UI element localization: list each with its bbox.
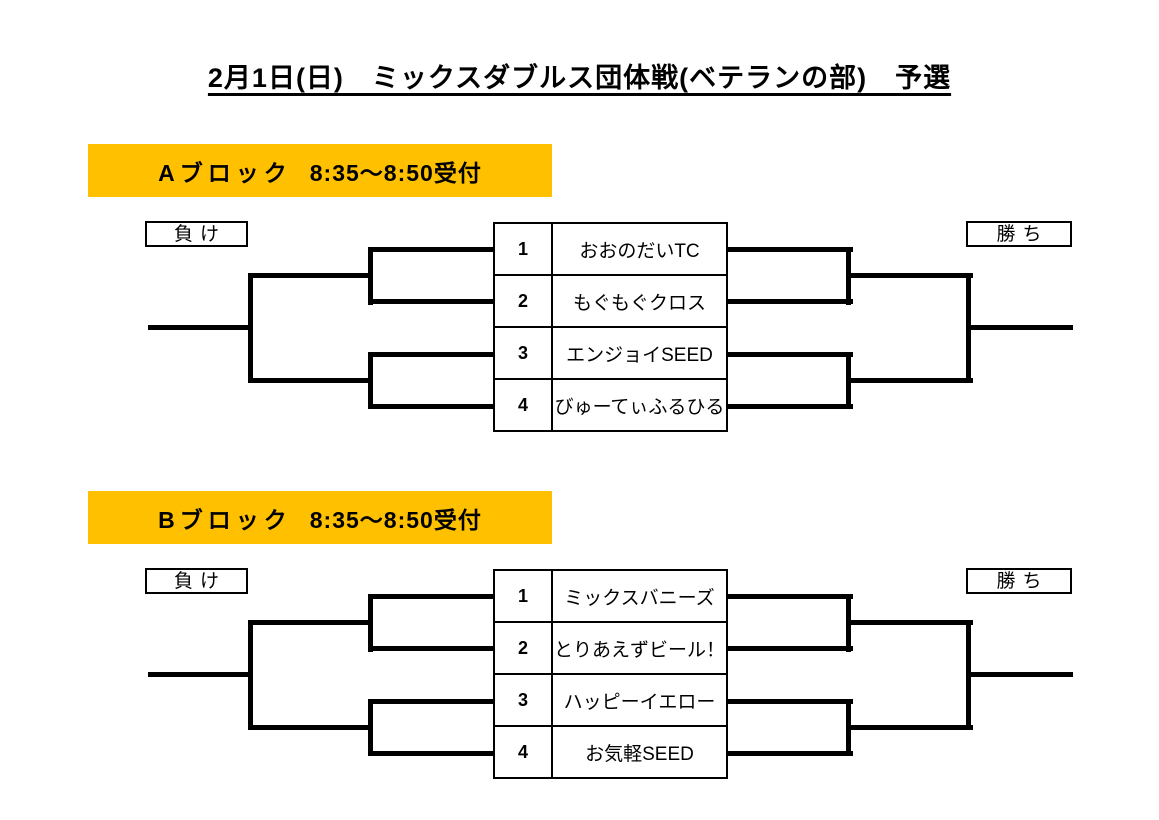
team-seed: 2 [495,623,553,673]
winner-bracket-line [728,594,853,599]
block-a-team-table: 1 おおのだいTC 2 もぐもぐクロス 3 エンジョイSEED 4 びゅーてぃふ… [493,222,728,432]
team-seed: 3 [495,328,553,378]
lose-label-box: 負け [145,221,248,247]
table-row: 1 おおのだいTC [495,224,726,276]
block-a-name: Aブロック [158,159,292,186]
team-name: お気軽SEED [585,743,694,765]
winner-bracket-line [968,325,1073,330]
table-row: 2 もぐもぐクロス [495,276,726,328]
loser-bracket-line [370,299,493,304]
winner-bracket-line [968,672,1073,677]
winner-bracket-line [728,699,853,704]
winner-bracket-line [848,620,973,625]
team-name: びゅーてぃふるひる [554,396,725,418]
block-b-header: Bブロック 8:35～8:50受付 [88,491,552,544]
lose-label: 負け [173,570,226,592]
block-a: Aブロック 8:35～8:50受付 負け 勝ち 1 おおのだいTC 2 もぐもぐ… [88,144,1088,444]
team-name: おおのだいTC [579,240,700,262]
winner-bracket-line [848,378,973,383]
team-seed: 1 [495,224,553,274]
table-row: 4 びゅーてぃふるひる [495,380,726,430]
team-name: ハッピーイエロー [563,691,716,713]
loser-bracket-line [370,699,493,704]
table-row: 2 とりあえずビール！ [495,623,726,675]
win-label-box: 勝ち [966,568,1072,594]
winner-bracket-line [728,646,853,651]
winner-bracket-line [848,273,973,278]
winner-bracket-line [848,725,973,730]
winner-bracket-line [728,247,853,252]
win-label: 勝ち [996,570,1049,592]
team-seed: 4 [495,380,553,430]
loser-bracket-line [250,378,373,383]
table-row: 3 エンジョイSEED [495,328,726,380]
loser-bracket-line [250,725,373,730]
loser-bracket-line [370,404,493,409]
lose-label-box: 負け [145,568,248,594]
team-name: とりあえずビール！ [553,639,725,661]
team-seed: 1 [495,571,553,621]
page-title: 2月1日(日) ミックスダブルス団体戦(ベテランの部) 予選 [207,63,952,93]
win-label: 勝ち [996,223,1049,245]
winner-bracket-line [728,299,853,304]
loser-bracket-line [370,247,493,252]
block-b-name: Bブロック [158,506,292,533]
block-b: Bブロック 8:35～8:50受付 負け 勝ち 1 ミックスバニーズ 2 とりあ… [88,491,1088,791]
loser-bracket-line [370,352,493,357]
block-a-header: Aブロック 8:35～8:50受付 [88,144,552,197]
loser-bracket-line [370,751,493,756]
winner-bracket-line [728,751,853,756]
team-seed: 3 [495,675,553,725]
team-seed: 2 [495,276,553,326]
loser-bracket-line [370,646,493,651]
winner-bracket-line [728,404,853,409]
team-name: ミックスバニーズ [564,587,715,609]
loser-bracket-line [250,620,373,625]
loser-bracket-line [148,325,253,330]
table-row: 3 ハッピーイエロー [495,675,726,727]
loser-bracket-line [370,594,493,599]
win-label-box: 勝ち [966,221,1072,247]
loser-bracket-line [148,672,253,677]
block-b-reception-time: 8:35～8:50受付 [309,506,482,533]
team-name: もぐもぐクロス [572,292,706,314]
loser-bracket-line [250,273,373,278]
table-row: 1 ミックスバニーズ [495,571,726,623]
block-b-team-table: 1 ミックスバニーズ 2 とりあえずビール！ 3 ハッピーイエロー 4 お気軽S… [493,569,728,779]
winner-bracket-line [728,352,853,357]
block-a-reception-time: 8:35～8:50受付 [309,159,482,186]
table-row: 4 お気軽SEED [495,727,726,777]
team-name: エンジョイSEED [566,344,713,366]
team-seed: 4 [495,727,553,777]
lose-label: 負け [173,223,226,245]
